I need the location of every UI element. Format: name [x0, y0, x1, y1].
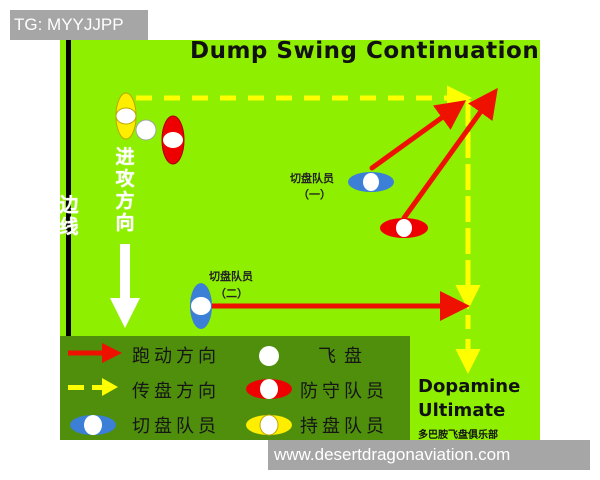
- sideline-label: 边 线: [59, 194, 79, 238]
- run-arrows: [209, 87, 498, 321]
- legend: 跑动方向 飞盘 传盘方向 防守队员 切盘队员 持盘队员: [60, 336, 410, 440]
- brand-line-3: 多巴胺飞盘俱乐部: [418, 430, 498, 441]
- disc-icon: [259, 346, 279, 366]
- cutter-two-label: 切盘队员: [209, 270, 253, 283]
- defender-deep: [380, 218, 428, 238]
- cutter-one-sublabel: （一）: [298, 188, 331, 201]
- legend-symbols: [68, 343, 292, 436]
- defender-marker: [161, 115, 185, 165]
- handler-player: [115, 92, 137, 140]
- watermark-bottom: www.desertdragonaviation.com: [268, 440, 590, 470]
- cutter-one-label: 切盘队员: [290, 172, 334, 185]
- attack-direction-arrow: [110, 244, 140, 328]
- cutter-icon: [70, 415, 116, 435]
- legend-run-label: 跑动方向: [132, 346, 220, 367]
- attack-direction-label: 进 攻 方 向: [115, 146, 135, 234]
- legend-disc-label: 飞盘: [318, 346, 370, 367]
- legend-pass-label: 传盘方向: [132, 381, 220, 402]
- handler-icon: [246, 414, 292, 436]
- defender-icon: [246, 379, 292, 399]
- brand-line-2: Ultimate: [418, 400, 506, 421]
- brand-line-1: Dopamine: [418, 376, 521, 397]
- pass-arrow-icon: [68, 378, 118, 396]
- cutter-two: [190, 283, 212, 329]
- cutter-two-sublabel: （二）: [215, 287, 248, 300]
- sideline: [66, 40, 71, 336]
- watermark-top: TG: MYYJJPP: [10, 10, 148, 40]
- legend-handler-label: 持盘队员: [300, 416, 388, 437]
- legend-defender-label: 防守队员: [300, 381, 388, 402]
- diagram-title: Dump Swing Continuation: [190, 38, 540, 64]
- cutter-one: [348, 172, 394, 192]
- disc: [135, 119, 157, 141]
- legend-cutter-label: 切盘队员: [132, 416, 220, 437]
